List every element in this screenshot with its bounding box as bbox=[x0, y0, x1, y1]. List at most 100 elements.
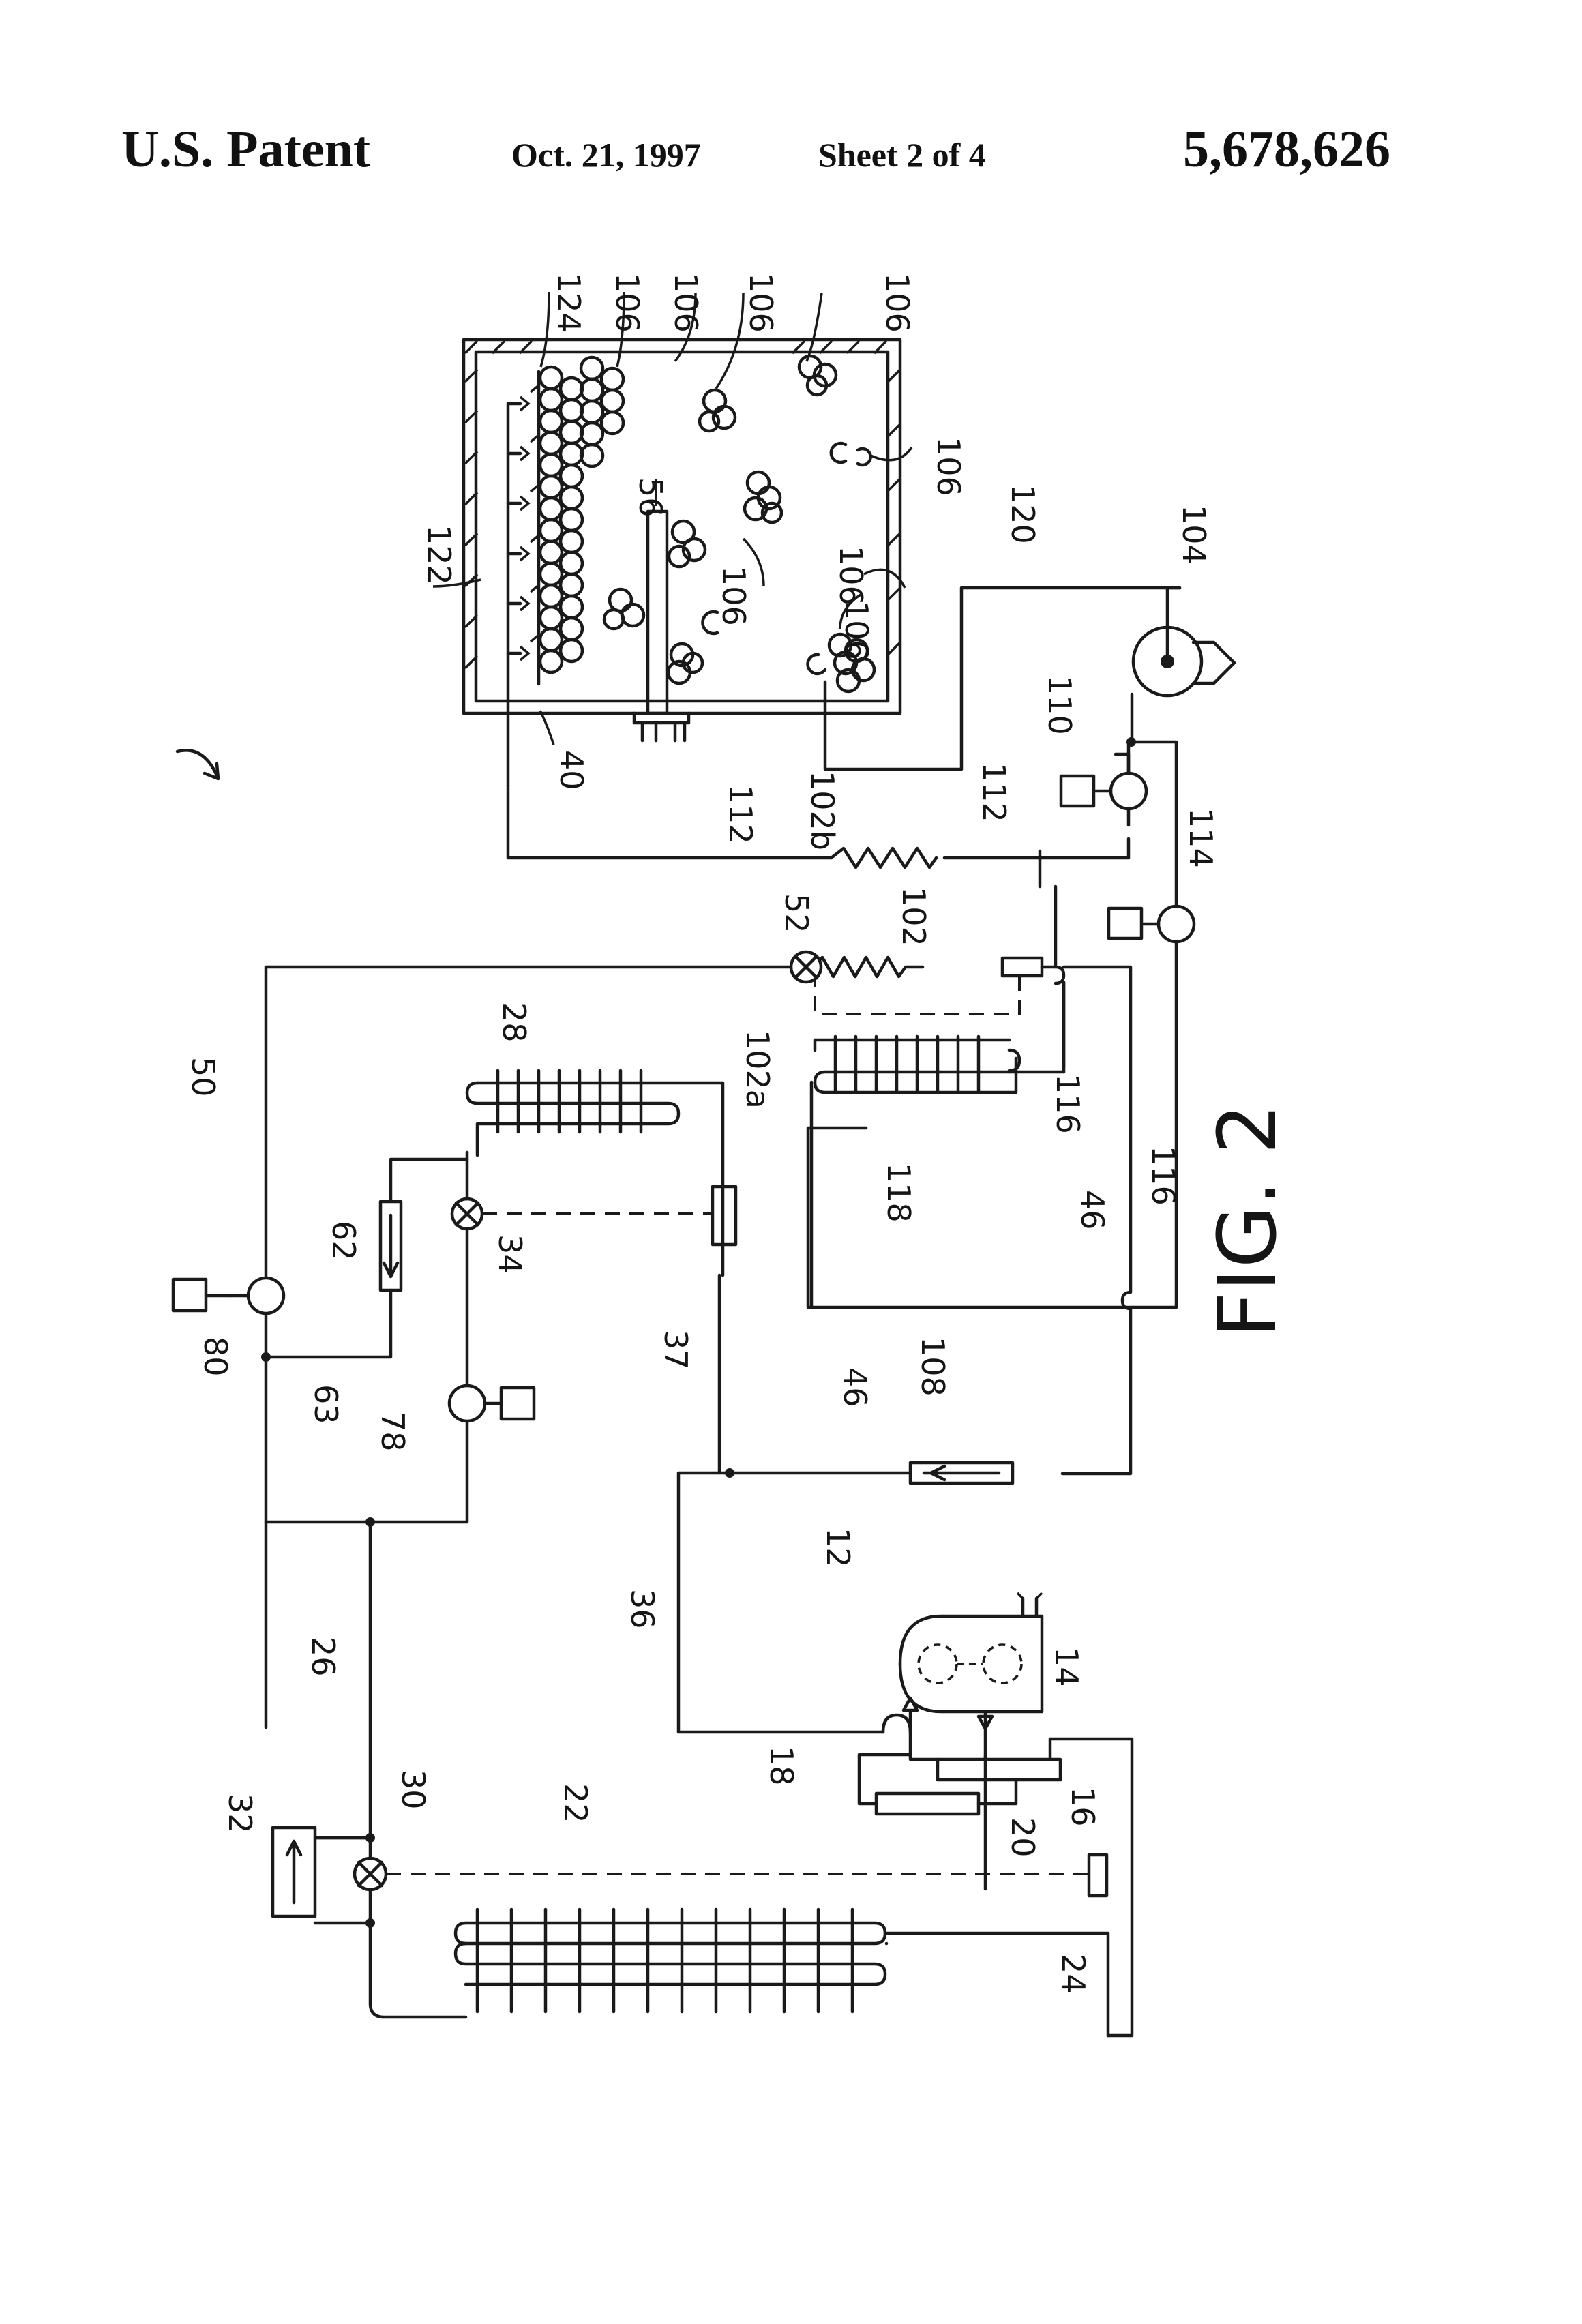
ice-piece bbox=[581, 357, 603, 379]
ref-12: 12 bbox=[820, 1528, 856, 1568]
ice-piece bbox=[540, 498, 562, 520]
ref-46-b: 46 bbox=[837, 1367, 874, 1407]
reference-numerals: 124 106 106 106 106 106 106 106 106 56 1… bbox=[185, 273, 1219, 1994]
ice-piece bbox=[601, 412, 623, 434]
ice-piece bbox=[561, 596, 582, 618]
valve-110 bbox=[1061, 737, 1176, 912]
assembly-arrow-100 bbox=[177, 750, 218, 779]
ice-piece bbox=[601, 368, 623, 390]
ice-piece bbox=[540, 629, 562, 651]
leader-lines-bin bbox=[433, 292, 912, 745]
ref-112-b: 112 bbox=[976, 762, 1013, 822]
ref-102b: 102b bbox=[804, 771, 841, 850]
ref-106-b: 106 bbox=[668, 273, 704, 333]
ice-piece bbox=[540, 585, 562, 607]
ref-20: 20 bbox=[1004, 1817, 1041, 1858]
ref-28: 28 bbox=[496, 1002, 533, 1043]
ref-124: 124 bbox=[550, 273, 587, 333]
ice-piece bbox=[561, 618, 582, 640]
ref-56: 56 bbox=[632, 477, 669, 518]
ice-piece bbox=[561, 443, 582, 465]
ice-piece bbox=[601, 390, 623, 412]
ref-106-c: 106 bbox=[743, 273, 779, 333]
ref-26: 26 bbox=[305, 1637, 342, 1677]
ref-106-e: 106 bbox=[930, 436, 967, 496]
ice-piece bbox=[581, 401, 603, 423]
ice-piece bbox=[561, 421, 582, 443]
ref-104: 104 bbox=[1176, 505, 1212, 565]
ice-piece bbox=[540, 607, 562, 629]
spray-header-122 bbox=[508, 385, 539, 786]
ice-pieces-106 bbox=[539, 356, 874, 691]
storage-bin-40 bbox=[464, 340, 900, 741]
ice-piece bbox=[561, 400, 582, 421]
valve-80 bbox=[173, 1278, 284, 1313]
expansion-valve-52 bbox=[266, 952, 821, 1727]
ref-37: 37 bbox=[657, 1330, 694, 1370]
ref-106-h: 106 bbox=[838, 600, 875, 660]
ref-78: 78 bbox=[374, 1412, 411, 1452]
ice-piece bbox=[540, 454, 562, 476]
ref-108: 108 bbox=[914, 1337, 951, 1397]
ref-106-a: 106 bbox=[609, 273, 646, 333]
ref-106-d: 106 bbox=[879, 273, 916, 333]
ref-46-a: 46 bbox=[1074, 1190, 1111, 1230]
ice-piece bbox=[581, 445, 603, 466]
ice-piece bbox=[561, 531, 582, 552]
condenser-22 bbox=[370, 1909, 1108, 2036]
ice-piece bbox=[540, 651, 562, 672]
ice-piece bbox=[540, 520, 562, 541]
ice-piece bbox=[540, 389, 562, 411]
ref-80: 80 bbox=[197, 1337, 234, 1377]
ref-36: 36 bbox=[624, 1589, 661, 1629]
ice-piece bbox=[561, 378, 582, 400]
ice-piece bbox=[540, 476, 562, 498]
ref-102: 102 bbox=[895, 887, 932, 947]
ref-114: 114 bbox=[1182, 808, 1219, 868]
ref-106-f: 106 bbox=[715, 566, 752, 626]
ice-piece bbox=[561, 487, 582, 509]
ref-106-g: 106 bbox=[833, 546, 869, 606]
ice-piece bbox=[540, 432, 562, 454]
ref-102a: 102a bbox=[739, 1030, 776, 1109]
ref-116-b: 116 bbox=[1145, 1146, 1182, 1206]
ice-piece bbox=[561, 465, 582, 487]
ref-50: 50 bbox=[185, 1057, 222, 1097]
ref-118: 118 bbox=[880, 1163, 917, 1223]
check-valve-108 bbox=[910, 1463, 1013, 1483]
ice-piece bbox=[561, 574, 582, 596]
ref-110: 110 bbox=[1041, 675, 1078, 735]
check-valve-62 bbox=[261, 1159, 467, 1362]
ice-piece bbox=[540, 367, 562, 389]
ref-63: 63 bbox=[308, 1384, 344, 1425]
ref-18: 18 bbox=[763, 1746, 800, 1786]
pump-104 bbox=[1132, 588, 1234, 742]
ice-piece bbox=[561, 640, 582, 661]
line-36-37 bbox=[678, 1468, 910, 1757]
ref-34: 34 bbox=[492, 1234, 528, 1275]
deflector-56 bbox=[648, 511, 667, 713]
line-26 bbox=[365, 1517, 375, 1858]
valve-78 bbox=[266, 1386, 534, 1522]
ref-32: 32 bbox=[222, 1793, 258, 1834]
ice-piece bbox=[561, 509, 582, 531]
ref-22: 22 bbox=[557, 1783, 594, 1823]
ref-40: 40 bbox=[553, 750, 590, 790]
figure-caption: FIG. 2 bbox=[1200, 1103, 1294, 1338]
heat-exchanger-102 bbox=[811, 887, 1064, 1014]
ref-24: 24 bbox=[1055, 1954, 1092, 1994]
ice-piece bbox=[581, 423, 603, 445]
ref-14: 14 bbox=[1048, 1647, 1085, 1687]
ref-122: 122 bbox=[421, 525, 458, 585]
ref-116-a: 116 bbox=[1049, 1074, 1086, 1134]
ref-112-a: 112 bbox=[722, 784, 759, 844]
ice-piece bbox=[540, 411, 562, 432]
ref-30: 30 bbox=[395, 1770, 432, 1810]
ref-120: 120 bbox=[1004, 484, 1041, 544]
ice-piece bbox=[561, 552, 582, 574]
coil-118 bbox=[811, 983, 1064, 1307]
ref-52: 52 bbox=[778, 893, 815, 934]
ice-piece bbox=[540, 541, 562, 563]
ice-piece bbox=[540, 563, 562, 585]
